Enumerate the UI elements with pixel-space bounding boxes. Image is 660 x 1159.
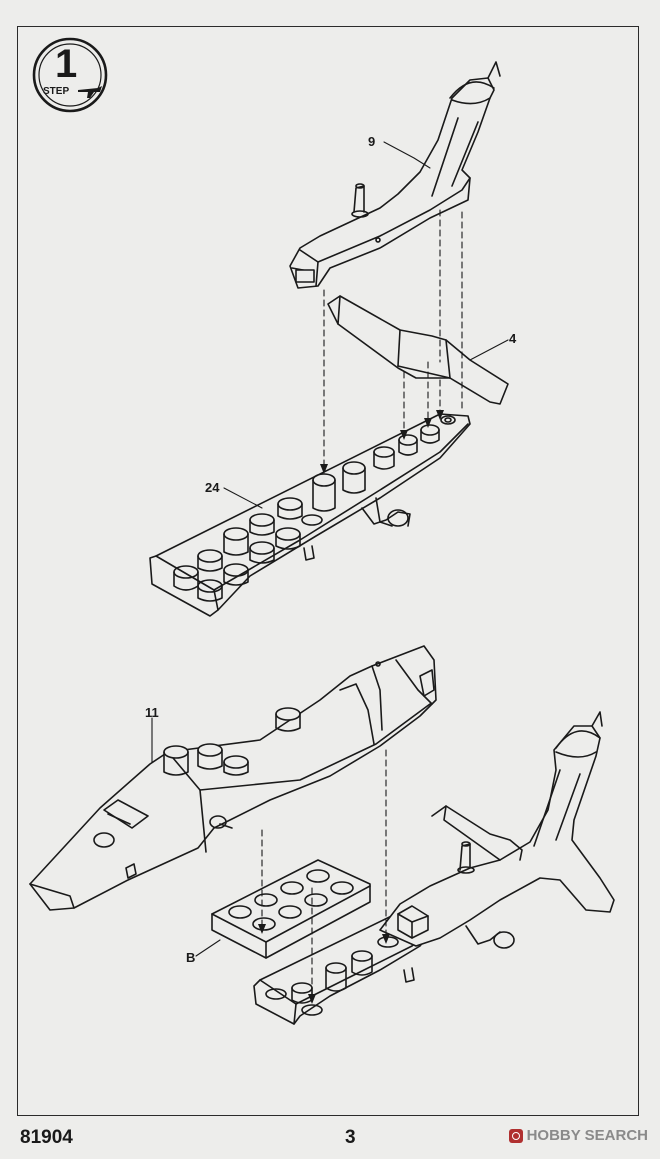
part-9-tail-top xyxy=(289,61,501,289)
page-frame xyxy=(17,26,639,1116)
airplane-icon xyxy=(78,86,102,98)
callout-part-9: 9 xyxy=(368,134,376,149)
part-4-stabilizer xyxy=(327,295,509,405)
assembled-tail-right xyxy=(379,711,615,983)
part-b-brick xyxy=(211,859,371,959)
guide-lines-bottom xyxy=(261,749,387,1001)
callout-part-4: 4 xyxy=(509,331,517,346)
callout-part-24: 24 xyxy=(205,480,220,495)
callout-leaders xyxy=(151,141,509,957)
watermark: HOBBY SEARCH xyxy=(508,1127,648,1144)
step-label: STEP xyxy=(43,86,70,97)
kit-number: 81904 xyxy=(20,1127,73,1148)
page-number: 3 xyxy=(345,1127,356,1148)
part-11-upper-fuselage xyxy=(29,645,437,911)
socket-array xyxy=(173,415,456,602)
watermark-text: HOBBY SEARCH xyxy=(526,1127,648,1144)
callout-part-b: B xyxy=(186,950,196,965)
step-number: 1 xyxy=(55,42,78,86)
guide-lines-top xyxy=(323,209,463,471)
part-24-lower-fuselage xyxy=(149,413,471,617)
callout-part-11: 11 xyxy=(145,705,159,720)
hobby-search-logo-icon xyxy=(508,1128,523,1143)
